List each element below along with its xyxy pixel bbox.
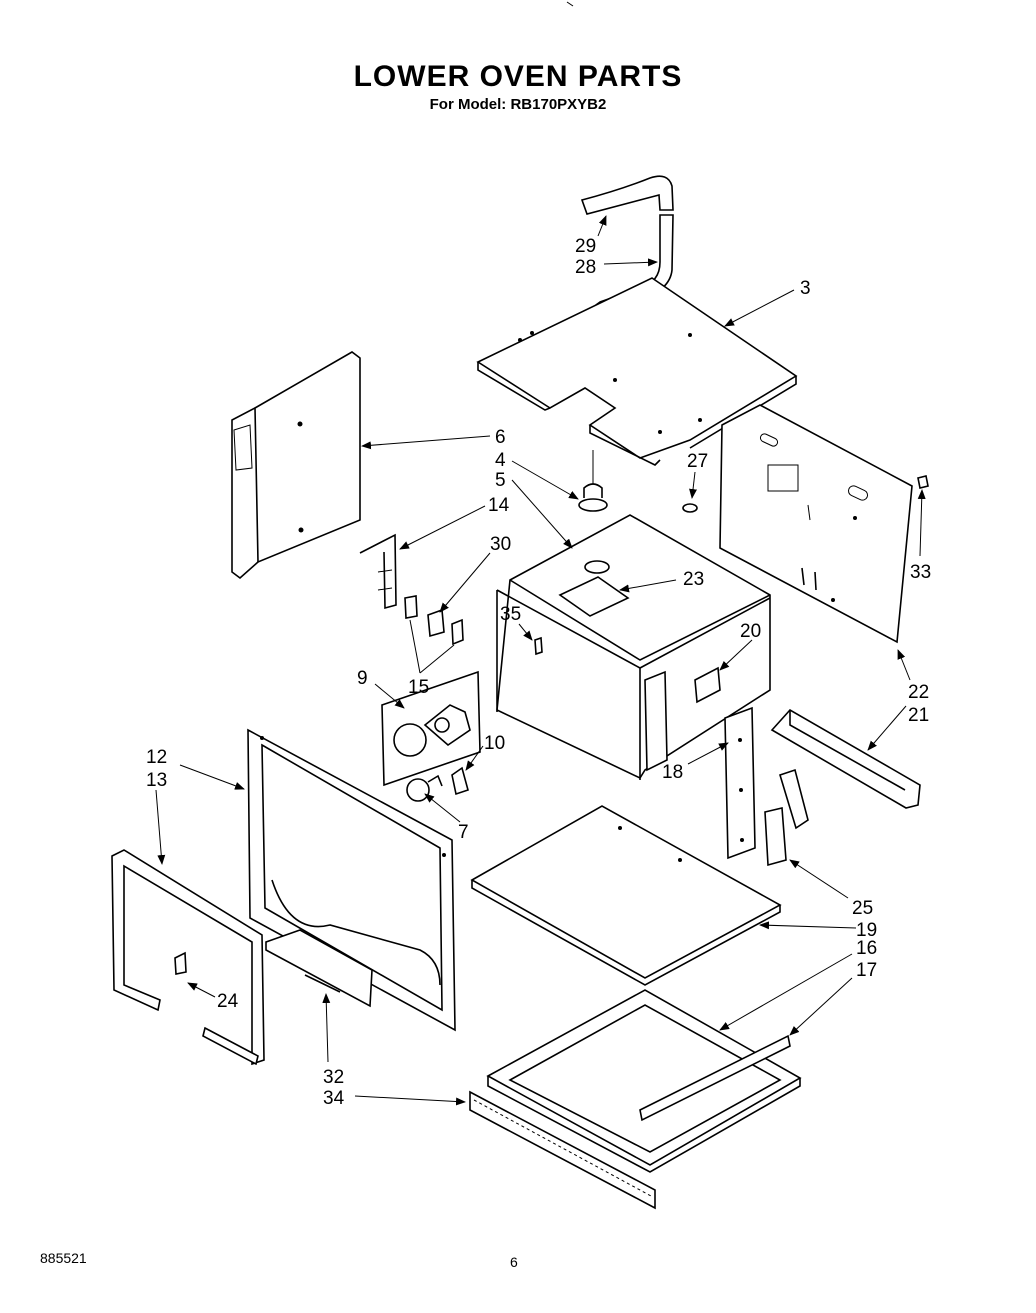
part-label-32: 32 <box>323 1067 344 1088</box>
oven-bottom-panel-part <box>470 805 782 986</box>
page-title: LOWER OVEN PARTS <box>353 60 683 93</box>
part-label-21: 21 <box>908 705 929 726</box>
pan-and-rack-part <box>486 989 802 1173</box>
oven-cavity-part <box>496 514 771 780</box>
part-label-35: 35 <box>500 604 521 625</box>
part-label-6: 6 <box>495 427 506 448</box>
part-label-14: 14 <box>488 495 510 516</box>
bracket-part <box>359 533 397 610</box>
part-label-13: 13 <box>146 770 167 791</box>
part-label-4: 4 <box>495 450 506 471</box>
socket-and-bulb-part <box>406 766 469 802</box>
door-clip-part <box>174 951 187 975</box>
part-label-23: 23 <box>683 569 704 590</box>
part-label-33: 33 <box>910 562 931 583</box>
door-gasket-part <box>111 849 265 1066</box>
part-label-27: 27 <box>687 451 708 472</box>
oven-top-panel-part <box>476 277 798 466</box>
part-label-22: 22 <box>908 682 929 703</box>
part-label-16: 16 <box>856 938 877 959</box>
part-label-9: 9 <box>357 668 368 689</box>
vent-strip-part <box>469 1090 656 1210</box>
part-label-34: 34 <box>323 1088 345 1109</box>
part-label-19: 19 <box>856 920 877 941</box>
part-label-24: 24 <box>217 991 239 1012</box>
model-subtitle: For Model: RB170PXYB2 <box>429 96 607 113</box>
part-label-20: 20 <box>740 621 761 642</box>
part-label-18: 18 <box>662 762 683 783</box>
rear-panel-part <box>719 404 913 644</box>
part-label-28: 28 <box>575 257 596 278</box>
part-label-5: 5 <box>495 470 506 491</box>
door-hinge-part <box>764 768 809 867</box>
light-assembly-part <box>381 670 481 787</box>
part-label-15: 15 <box>408 677 429 698</box>
part-label-7: 7 <box>458 822 469 843</box>
side-panel-left-part <box>231 351 361 580</box>
part-label-12: 12 <box>146 747 167 768</box>
grommet-part <box>578 450 608 512</box>
part-label-17: 17 <box>856 960 877 981</box>
leader-lines <box>155 215 926 1106</box>
switch-bracket-part <box>404 595 464 646</box>
part-label-10: 10 <box>484 733 505 754</box>
door-vent-part <box>265 929 373 1008</box>
part-label-30: 30 <box>490 534 511 555</box>
document-number: 885521 <box>40 1250 87 1266</box>
plug-part <box>682 503 698 513</box>
support-rail-part <box>770 708 921 809</box>
page-number: 6 <box>510 1254 518 1270</box>
part-number-labels: 29 28 3 6 4 5 27 14 30 23 33 35 20 9 15 … <box>146 236 931 1109</box>
part-label-29: 29 <box>575 236 596 257</box>
hinge-bracket-part <box>724 706 756 860</box>
clip-part <box>917 475 929 489</box>
part-label-3: 3 <box>800 278 811 299</box>
door-frame-part <box>247 728 456 1032</box>
part-label-25: 25 <box>852 898 873 919</box>
